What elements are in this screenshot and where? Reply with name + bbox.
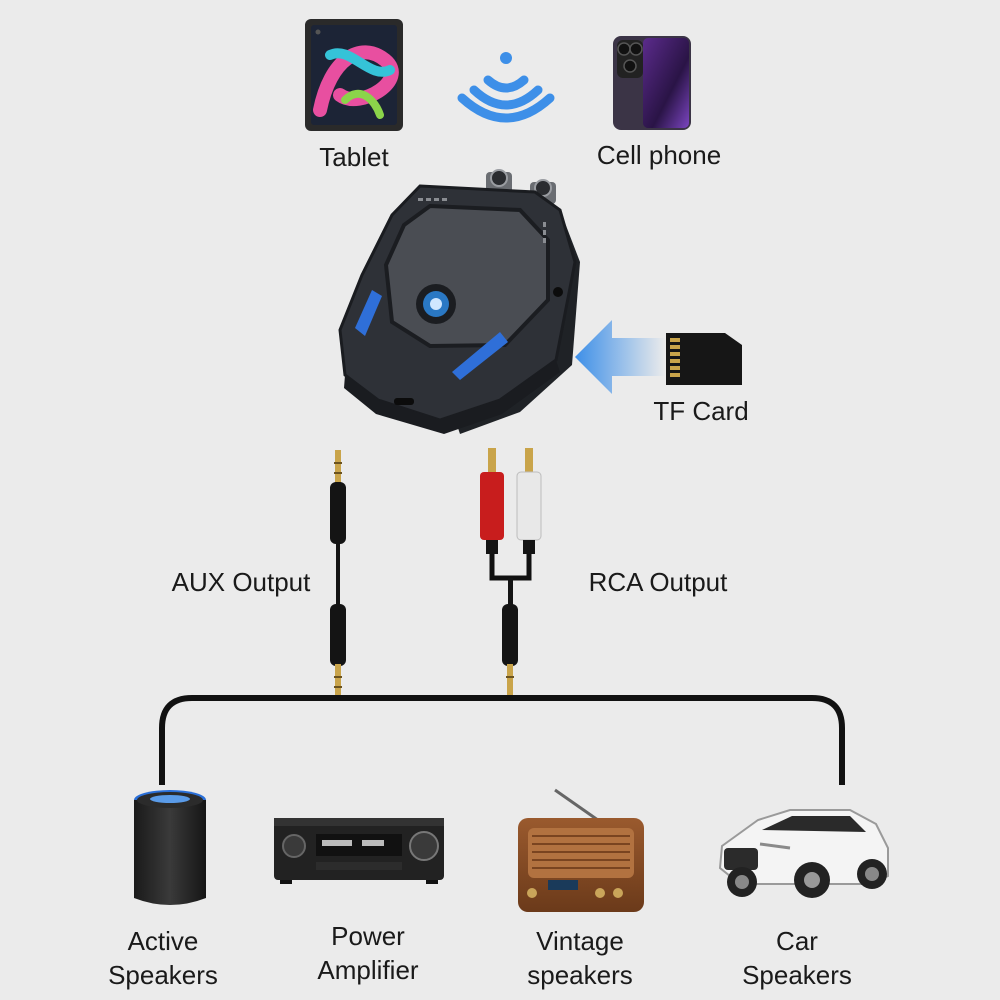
- tf-card-label: TF Card: [653, 396, 749, 426]
- wireless-signal-icon: [457, 52, 555, 123]
- tablet-label: Tablet: [319, 142, 389, 172]
- vintage-speakers-label: Vintage speakers: [527, 924, 633, 992]
- tf-card-icon: [666, 333, 742, 385]
- cell-phone-icon: [613, 36, 691, 130]
- arrow-left-icon: [575, 320, 665, 394]
- car-speakers-line2: Speakers: [742, 960, 852, 990]
- rca-output-label: RCA Output: [588, 567, 728, 597]
- distribution-bus-line: [159, 695, 845, 785]
- rca-cable-icon: [480, 448, 542, 696]
- aux-output-label: AUX Output: [171, 567, 311, 597]
- smart-speaker-icon: [134, 790, 206, 905]
- power-amplifier-line1: Power: [331, 921, 405, 951]
- car-icon: [718, 809, 889, 898]
- vintage-radio-icon: [518, 788, 644, 912]
- car-speakers-line1: Car: [776, 926, 818, 956]
- vintage-speakers-line2: speakers: [527, 960, 633, 990]
- amplifier-icon: [274, 818, 444, 884]
- aux-cable-icon: [330, 450, 346, 696]
- tablet-icon: [305, 19, 403, 131]
- power-amplifier-line2: Amplifier: [317, 955, 419, 985]
- active-speakers-label: Active Speakers: [108, 924, 218, 992]
- car-speakers-label: Car Speakers: [742, 924, 852, 992]
- active-speakers-line1: Active: [127, 926, 199, 956]
- power-amplifier-label: Power Amplifier: [317, 919, 418, 987]
- bluetooth-receiver-icon: [338, 169, 580, 434]
- vintage-speakers-line1: Vintage: [536, 926, 624, 956]
- cell-phone-label: Cell phone: [596, 140, 722, 170]
- active-speakers-line2: Speakers: [108, 960, 218, 990]
